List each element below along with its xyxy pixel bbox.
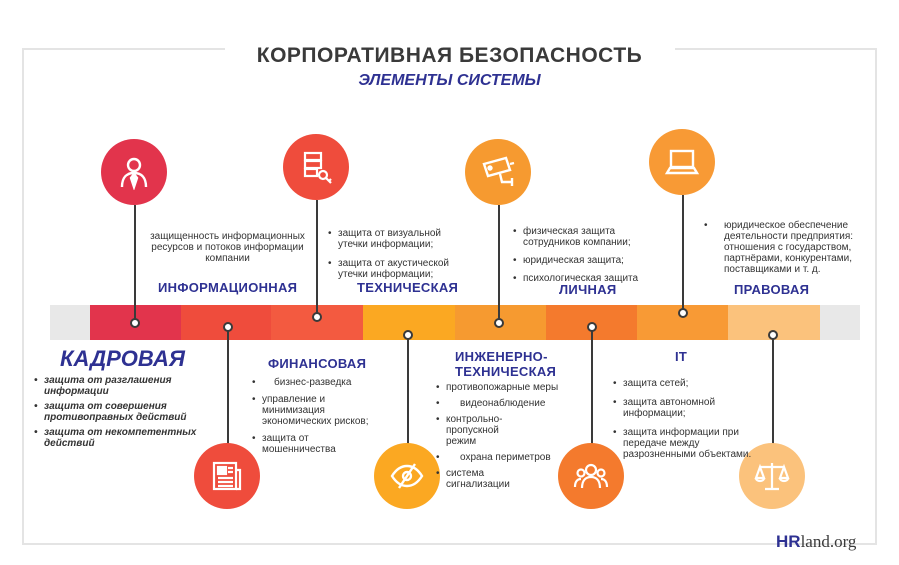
circle-finansovaya — [283, 134, 349, 200]
connector-line — [227, 326, 229, 444]
list-item: защита информации при передаче между раз… — [613, 427, 773, 460]
finansovaya-list: бизнес-разведка управление и минимизация… — [252, 377, 382, 461]
timeline-dot — [494, 318, 504, 328]
list-item: юридическое обеспечение деятельности пре… — [704, 220, 864, 275]
timeline-dot — [678, 308, 688, 318]
list-item: защита от некомпетентных действий — [34, 427, 214, 449]
category-label-line: ТЕХНИЧЕСКАЯ — [455, 364, 557, 379]
circle-tehnicheskaya — [374, 443, 440, 509]
list-item: психологическая защита — [513, 273, 663, 284]
category-label-lichnaya: ЛИЧНАЯ — [559, 282, 617, 297]
category-label-it: IT — [675, 349, 688, 364]
bar-segment — [50, 305, 90, 340]
logo-text: land.org — [800, 532, 857, 551]
list-item: бизнес-разведка — [252, 377, 382, 388]
connector-line — [682, 195, 684, 312]
timeline-dot — [403, 330, 413, 340]
list-item: видеонаблюдение — [436, 398, 566, 409]
it-list: защита сетей; защита автономной информац… — [613, 378, 773, 466]
list-item: защита автономной информации; — [613, 397, 773, 419]
circle-kadrovaya — [101, 139, 167, 205]
list-item: защита от мошенничества — [252, 433, 382, 455]
timeline-dot — [130, 318, 140, 328]
circle-it — [649, 129, 715, 195]
circle-informacionnaya — [194, 443, 260, 509]
connector-line — [134, 205, 136, 322]
list-item: защита от совершения противоправных дейс… — [34, 401, 214, 423]
informacionnaya-text: защищенность информационных ресурсов и п… — [150, 231, 305, 264]
logo-hr-mark: HR — [776, 532, 801, 551]
list-item: защита от акустической утечки информации… — [328, 258, 473, 280]
server-key-icon — [303, 151, 332, 184]
pravovaya-list: юридическое обеспечение деятельности пре… — [704, 220, 864, 281]
inzhenerno-list: противопожарные меры видеонаблюдение кон… — [436, 382, 566, 496]
camera-icon — [482, 156, 515, 186]
category-label-finansovaya: ФИНАНСОВАЯ — [268, 356, 367, 371]
timeline-dot — [768, 330, 778, 340]
list-item: защита сетей; — [613, 378, 773, 389]
newspaper-icon — [212, 461, 242, 491]
tehnicheskaya-list: защита от визуальной утечки информации; … — [328, 228, 473, 286]
list-item: система сигнализации — [436, 468, 510, 490]
lichnaya-list: физическая защита сотрудников компании; … — [513, 226, 663, 290]
list-item: противопожарные меры — [436, 382, 566, 393]
bar-segment — [820, 305, 860, 340]
page-title: КОРПОРАТИВНАЯ БЕЗОПАСНОСТЬ — [256, 44, 643, 67]
timeline-dot — [587, 322, 597, 332]
hrland-logo: HRland.org — [776, 532, 856, 552]
people-icon — [573, 463, 609, 489]
connector-line — [591, 326, 593, 444]
list-item: физическая защита сотрудников компании; — [513, 226, 663, 248]
list-item: охрана периметров — [436, 452, 566, 463]
list-item: контрольно-пропускной режим — [436, 414, 521, 447]
list-item: защита от визуальной утечки информации; — [328, 228, 473, 250]
category-label-inzhenerno: ИНЖЕНЕРНО- ТЕХНИЧЕСКАЯ — [455, 349, 556, 379]
person-icon — [120, 157, 148, 190]
list-item: управление и минимизация экономических р… — [252, 394, 382, 427]
category-label-kadrovaya: КАДРОВАЯ — [60, 346, 185, 371]
eye-crossed-icon — [390, 463, 424, 489]
connector-line — [407, 333, 409, 445]
list-item: защита от разглашения информации — [34, 375, 214, 397]
category-label-line: ИНЖЕНЕРНО- — [455, 349, 548, 364]
category-label-pravovaya: ПРАВОВАЯ — [734, 282, 810, 297]
list-item: юридическая защита; — [513, 255, 663, 266]
kadrovaya-list: защита от разглашения информации защита … — [34, 375, 214, 455]
title-backdrop — [225, 38, 675, 64]
timeline-dot — [312, 312, 322, 322]
connector-line — [498, 205, 500, 322]
category-label-tehnicheskaya: ТЕХНИЧЕСКАЯ — [357, 280, 459, 295]
scales-icon — [754, 463, 790, 491]
circle-inzhenerno — [465, 139, 531, 205]
page-subtitle: ЭЛЕМЕНТЫ СИСТЕМЫ — [358, 72, 541, 89]
laptop-icon — [664, 149, 700, 175]
category-label-informacionnaya: ИНФОРМАЦИОННАЯ — [158, 280, 298, 295]
connector-line — [316, 200, 318, 316]
timeline-dot — [223, 322, 233, 332]
connector-line — [772, 333, 774, 445]
circle-lichnaya — [558, 443, 624, 509]
